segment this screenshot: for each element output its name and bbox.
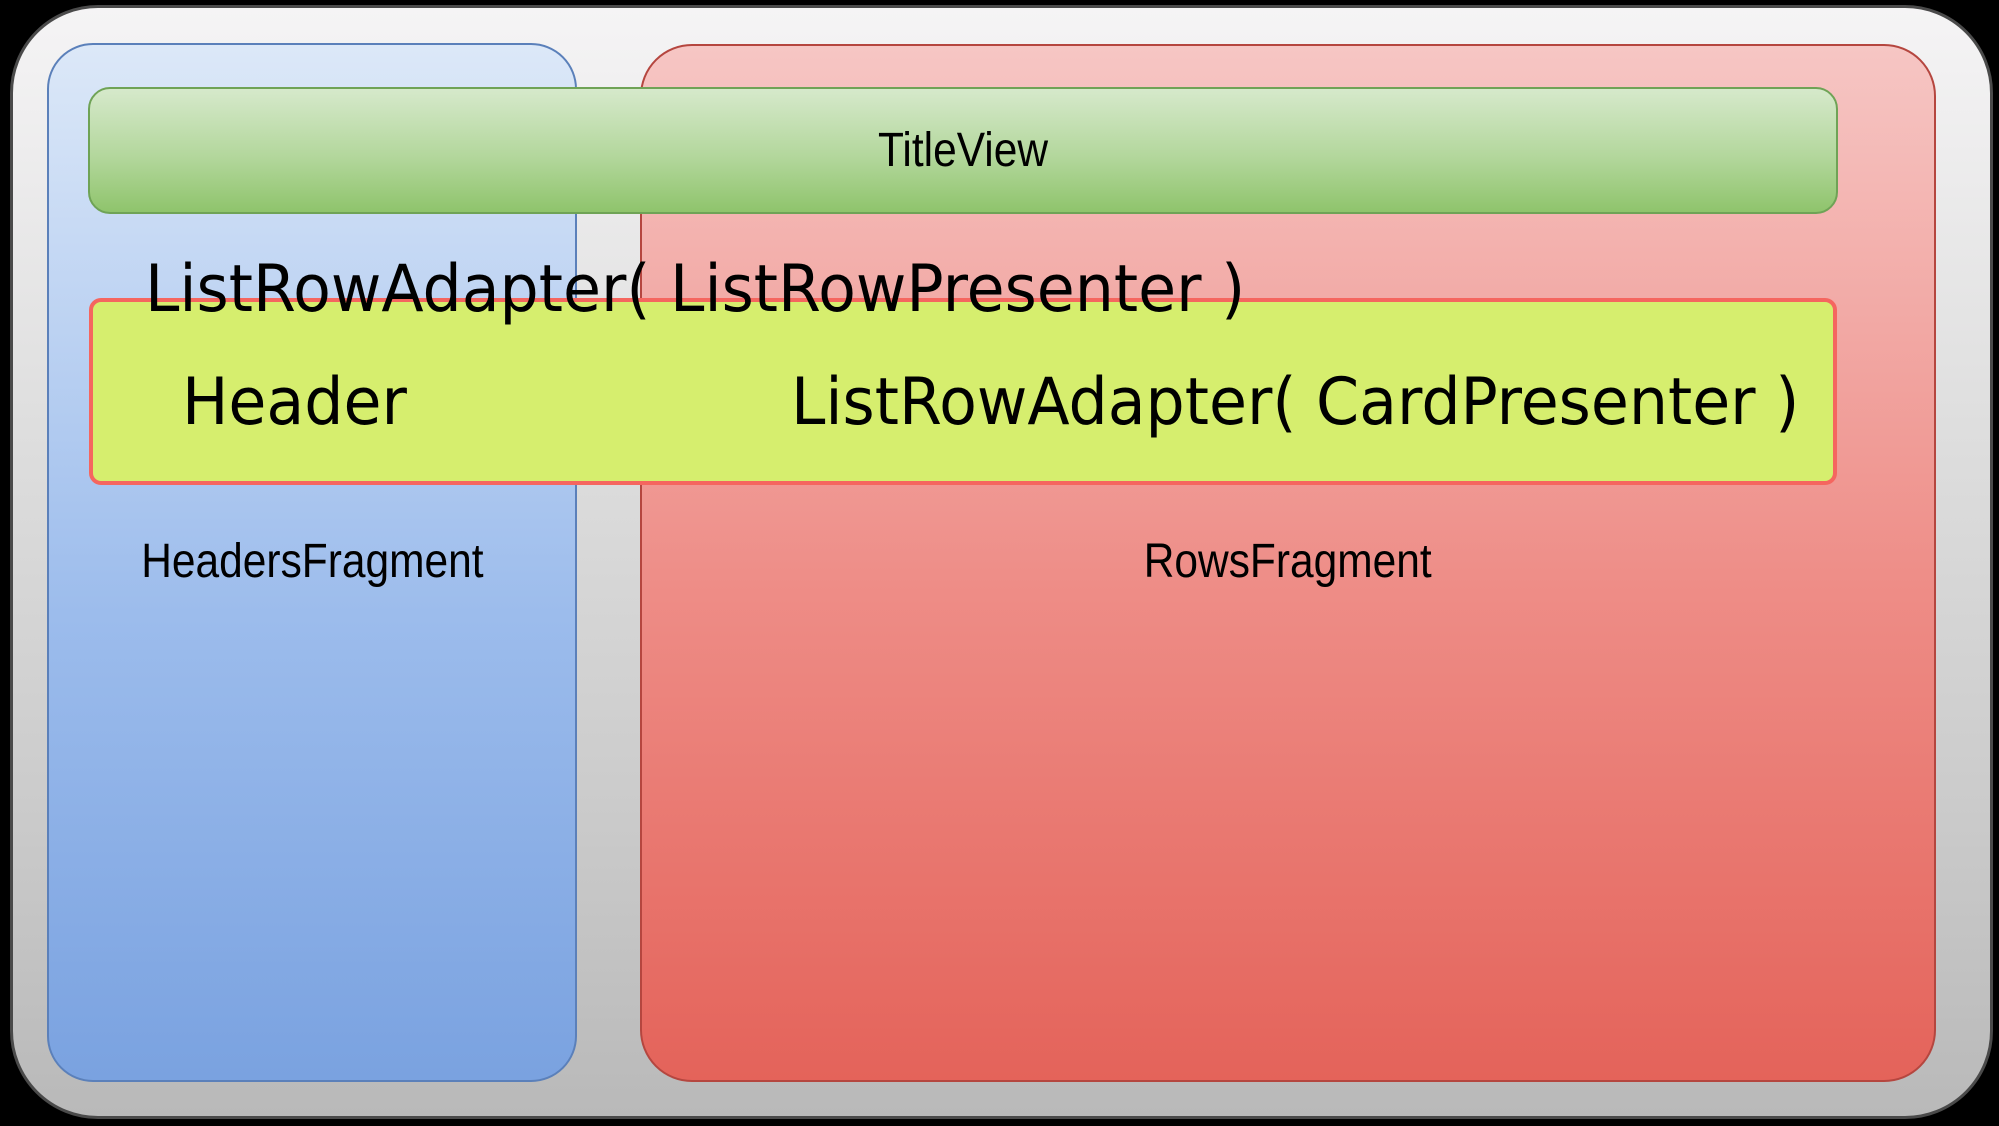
list-row-adapter-label: ListRowAdapter( ListRowPresenter ) <box>145 252 1246 327</box>
list-row-box <box>89 298 1837 485</box>
rows-fragment-label: RowsFragment <box>1143 535 1433 588</box>
headers-fragment-box <box>47 43 577 1082</box>
rows-fragment-label-wrap: RowsFragment <box>640 538 1936 586</box>
headers-fragment-label-wrap: HeadersFragment <box>47 538 577 586</box>
headers-fragment-label: HeadersFragment <box>140 535 484 588</box>
title-view-bar: TitleView <box>88 87 1838 214</box>
header-item-label: Header <box>182 365 407 440</box>
title-view-label: TitleView <box>877 123 1048 177</box>
card-adapter-label: ListRowAdapter( CardPresenter ) <box>791 365 1800 440</box>
rows-fragment-box <box>640 44 1936 1082</box>
